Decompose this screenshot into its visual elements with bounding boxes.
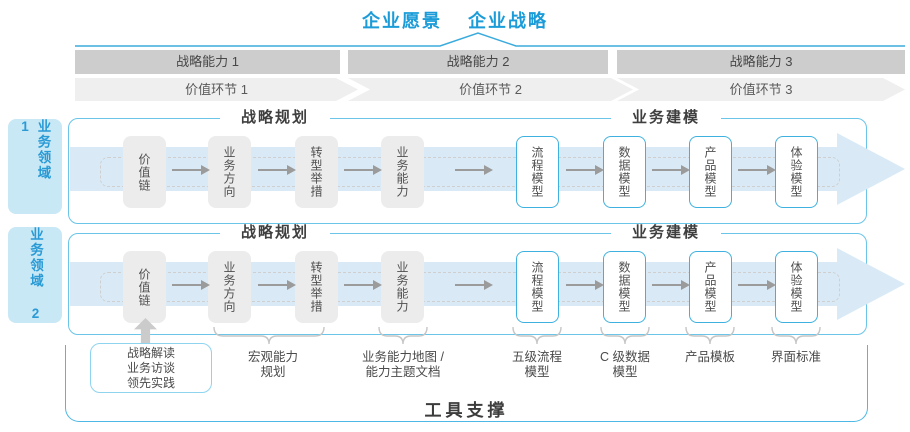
box-transformation-initiatives: 转型举措 [295, 251, 338, 323]
capability-bar-1: 战略能力 1 [75, 50, 340, 74]
box-product-model: 产品模型 [689, 136, 732, 208]
dashed-track [100, 272, 840, 302]
brace-ui-standard [771, 327, 821, 345]
box-business-capability: 业务能力 [381, 251, 424, 323]
box-process-model: 流程模型 [516, 251, 559, 323]
flow-arrow [172, 280, 210, 290]
dashed-track [100, 157, 840, 187]
annotation-process-model: 五级流程 模型 [511, 350, 562, 379]
flow-arrow [455, 165, 493, 175]
annotation-ui-standard: 界面标准 [770, 350, 821, 364]
diagram-header: 企业愿景 企业战略 [0, 7, 910, 33]
business-domain-row-2: 战略规划 业务建模 价值链 业务方向 转型举措 业务能力 流程模型 数据模型 产… [0, 224, 910, 337]
vision-title: 企业愿景 [362, 11, 442, 31]
brace-data-model [600, 327, 650, 345]
practice-line: 战略解读 [126, 345, 175, 360]
flow-arrow [738, 280, 776, 290]
box-experience-model: 体验模型 [775, 251, 818, 323]
flow-arrow [566, 280, 604, 290]
brace-product-template [685, 327, 735, 345]
modeling-header: 业务建模 [611, 109, 721, 127]
flow-arrow [455, 280, 493, 290]
capability-bar-2: 战略能力 2 [348, 50, 608, 74]
flow-arrow [566, 165, 604, 175]
strategy-title: 企业战略 [468, 11, 548, 31]
box-transformation-initiatives: 转型举措 [295, 136, 338, 208]
flow-arrow [258, 165, 296, 175]
capability-bar-3: 战略能力 3 [617, 50, 905, 74]
planning-header: 战略规划 [220, 109, 330, 127]
value-chain-segment-1: 价值环节 1 [75, 78, 358, 101]
brace-process-model [512, 327, 562, 345]
box-business-direction: 业务方向 [208, 136, 251, 208]
box-business-direction: 业务方向 [208, 251, 251, 323]
annotation-macro-capability: 宏观能力 规划 [247, 350, 298, 379]
flow-arrow [344, 280, 382, 290]
flow-arrow [172, 165, 210, 175]
practice-box: 战略解读 业务访谈 领先实践 [90, 343, 212, 393]
annotation-product-template: 产品模板 [684, 350, 735, 364]
tools-support-label: 工具支撑 [424, 401, 509, 420]
domain-label-1: 业务领域 1 [8, 119, 62, 214]
tools-support-frame [65, 345, 868, 422]
practice-line: 领先实践 [126, 375, 175, 390]
flow-arrow [738, 165, 776, 175]
box-process-model: 流程模型 [516, 136, 559, 208]
brace-capability-map [378, 327, 428, 345]
box-value-chain: 价值链 [123, 251, 166, 323]
domain-label-2: 业务领域 2 [8, 227, 62, 323]
flow-arrow [258, 280, 296, 290]
business-domain-row-1: 战略规划 业务建模 价值链 业务方向 转型举措 业务能力 流程模型 数据模型 产… [0, 109, 910, 224]
box-data-model: 数据模型 [603, 251, 646, 323]
practice-line: 业务访谈 [126, 360, 175, 375]
value-chain-segment-3: 价值环节 3 [617, 78, 905, 101]
box-business-capability: 业务能力 [381, 136, 424, 208]
box-experience-model: 体验模型 [775, 136, 818, 208]
annotation-data-model: C 级数据 模型 [599, 350, 650, 379]
brace-macro-capability [213, 327, 325, 345]
modeling-header: 业务建模 [611, 224, 721, 242]
planning-header: 战略规划 [220, 224, 330, 242]
flow-arrow [652, 165, 690, 175]
flow-arrow [344, 165, 382, 175]
flow-arrow [652, 280, 690, 290]
box-data-model: 数据模型 [603, 136, 646, 208]
annotation-capability-map: 业务能力地图 / 能力主题文档 [362, 350, 444, 379]
vision-pointer-line [75, 32, 905, 47]
box-value-chain: 价值链 [123, 136, 166, 208]
value-chain-segment-2: 价值环节 2 [348, 78, 633, 101]
box-product-model: 产品模型 [689, 251, 732, 323]
